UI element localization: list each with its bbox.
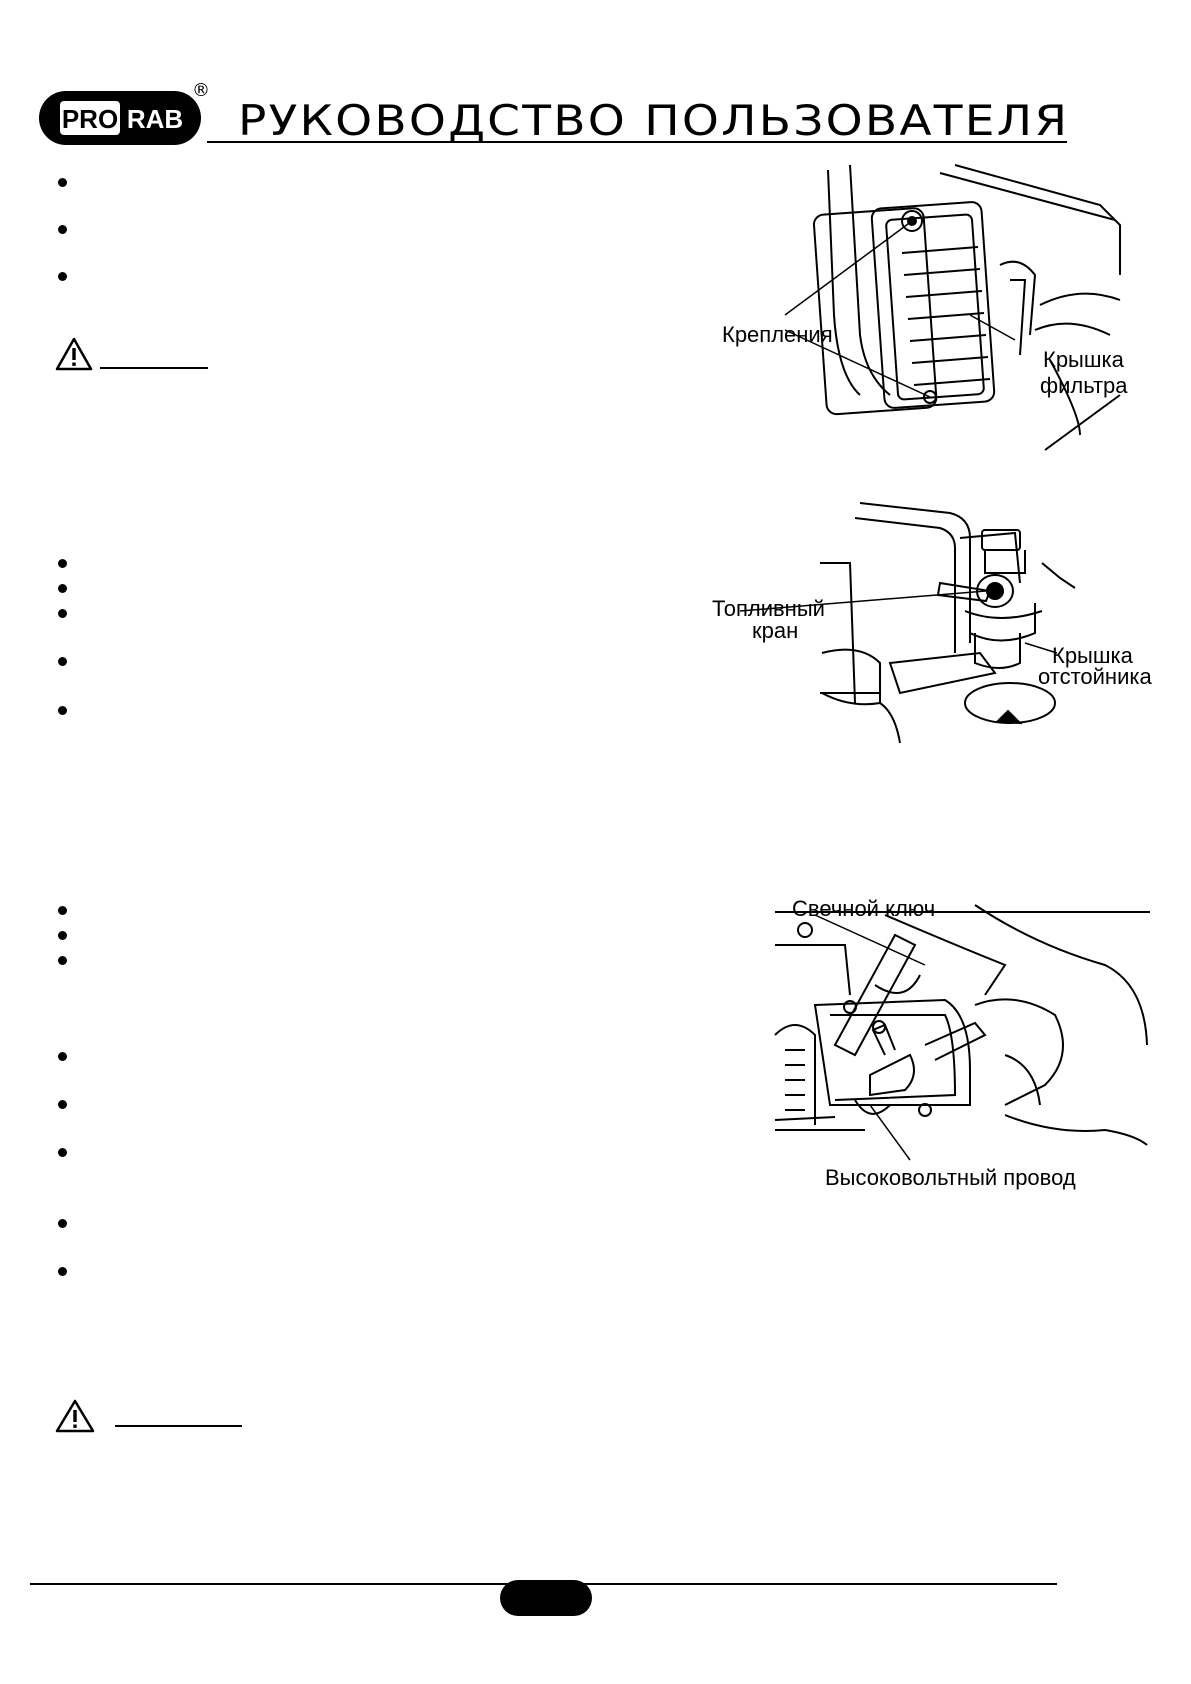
logo-text-pro: PRO [62, 104, 118, 134]
warning-heading-underline [115, 1425, 242, 1427]
list-bullet [58, 1148, 67, 1157]
list-bullet [58, 225, 67, 234]
list-bullet [58, 956, 67, 965]
spark-plug-illustration [774, 904, 1150, 1161]
list-bullet [58, 1100, 67, 1109]
label-high-voltage-wire: Высоковольтный провод [825, 1165, 1076, 1190]
document-title: РУКОВОДСТВО ПОЛЬЗОВАТЕЛЯ [238, 96, 1070, 145]
page-number-badge [500, 1580, 592, 1616]
label-fuel-valve-line2: кран [752, 618, 799, 643]
label-filter-cover-line2: фильтра [1040, 373, 1128, 398]
air-filter-illustration [784, 164, 1140, 451]
label-spark-plug-wrench: Свечной ключ [792, 896, 936, 921]
label-sediment-cup-line2: отстойника [1038, 664, 1152, 689]
list-bullet [58, 706, 67, 715]
warning-heading-underline [100, 367, 208, 369]
label-fasteners: Крепления [722, 322, 833, 347]
brand-logo: PRO RAB [38, 90, 202, 146]
list-bullet [58, 1219, 67, 1228]
list-bullet [58, 559, 67, 568]
fuel-valve-illustration [739, 502, 1080, 744]
list-bullet [58, 931, 67, 940]
list-bullet [58, 1267, 67, 1276]
warning-triangle-icon [55, 1399, 95, 1433]
warning-triangle-icon [55, 337, 93, 371]
list-bullet [58, 657, 67, 666]
list-bullet [58, 1052, 67, 1061]
list-bullet [58, 609, 67, 618]
registered-mark: ® [192, 80, 210, 101]
header-divider [207, 141, 1067, 143]
label-sediment-cup-line1: Крышка [1052, 643, 1133, 668]
list-bullet [58, 272, 67, 281]
list-bullet [58, 584, 67, 593]
list-bullet [58, 906, 67, 915]
logo-text-rab: RAB [127, 104, 183, 134]
list-bullet [58, 178, 67, 187]
prorab-logo-icon: PRO RAB [39, 91, 201, 145]
label-filter-cover-line1: Крышка [1043, 347, 1124, 372]
label-fuel-valve-line1: Топливный [712, 596, 825, 621]
